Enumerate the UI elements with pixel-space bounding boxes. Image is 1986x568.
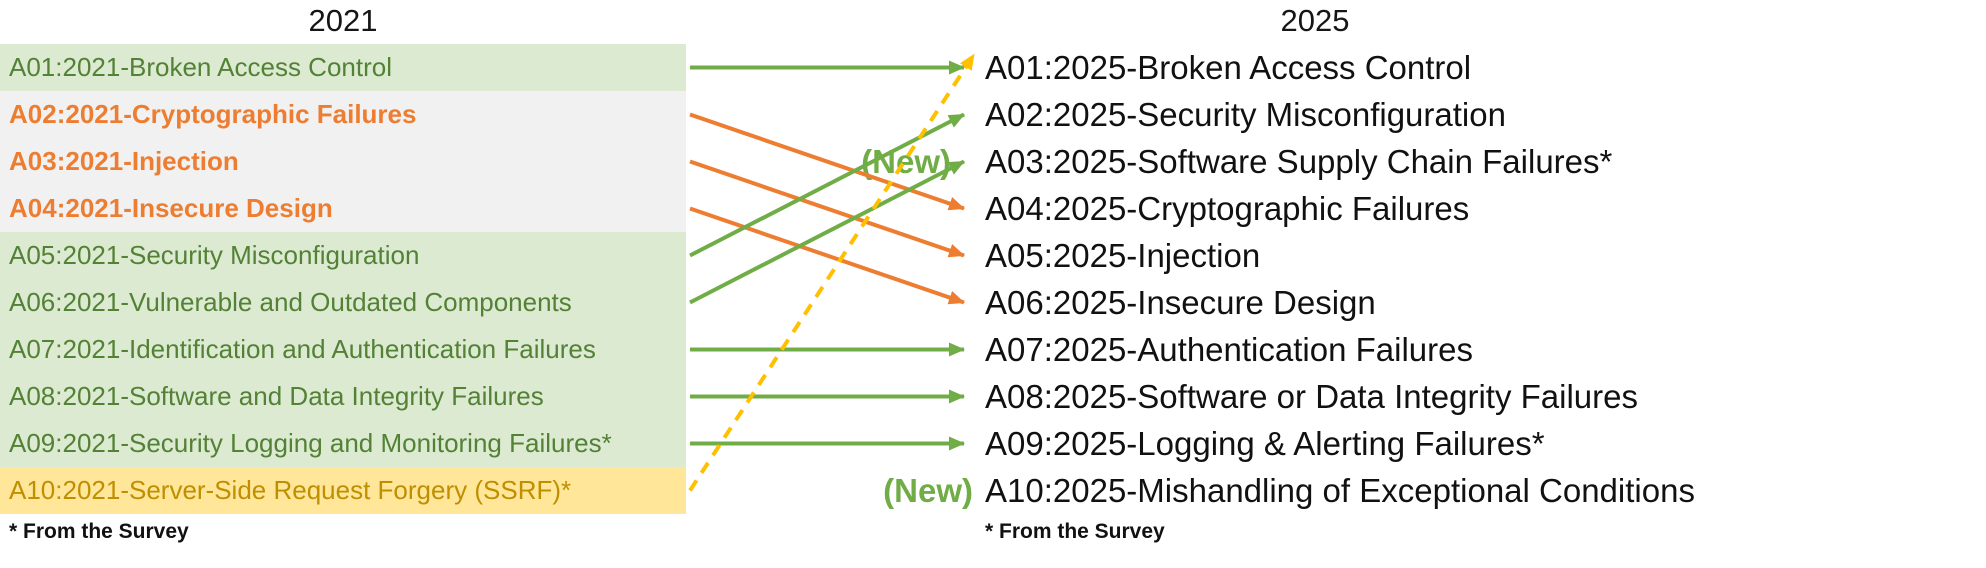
right-item-label: A09:2025-Logging & Alerting Failures* [985, 425, 1545, 462]
arrow-A05-2021-to-A02-2025 [689, 112, 965, 258]
left-item-a04-2021: A04:2021-Insecure Design [0, 185, 686, 232]
right-item-a07-2025: A07:2025-Authentication Failures [985, 326, 1473, 373]
left-footnote: * From the Survey [9, 520, 189, 543]
right-item-a08-2025: A08:2025-Software or Data Integrity Fail… [985, 373, 1638, 420]
right-item-label: A08:2025-Software or Data Integrity Fail… [985, 378, 1638, 415]
left-item-a07-2021: A07:2021-Identification and Authenticati… [0, 326, 686, 373]
left-item-a03-2021: A03:2021-Injection [0, 138, 686, 185]
right-item-a04-2025: A04:2025-Cryptographic Failures [985, 185, 1469, 232]
left-item-a05-2021: A05:2021-Security Misconfiguration [0, 232, 686, 279]
left-item-a08-2021: A08:2021-Software and Data Integrity Fai… [0, 373, 686, 420]
right-item-a06-2025: A06:2025-Insecure Design [985, 279, 1376, 326]
right-item-label: A03:2025-Software Supply Chain Failures* [985, 143, 1613, 180]
right-item-a02-2025: A02:2025-Security Misconfiguration [985, 91, 1506, 138]
arrow-A10-2021-to-A01-2025 [688, 53, 976, 492]
right-item-a03-2025: (New) A03:2025-Software Supply Chain Fai… [861, 138, 1613, 185]
right-item-label: A01:2025-Broken Access Control [985, 49, 1472, 86]
new-badge-a03: (New) [861, 143, 951, 180]
new-badge-a10: (New) [883, 472, 973, 509]
arrow-A04-2021-to-A06-2025 [689, 206, 965, 305]
right-item-a05-2025: A05:2025-Injection [985, 232, 1260, 279]
right-item-label: A06:2025-Insecure Design [985, 284, 1376, 321]
right-item-a01-2025: A01:2025-Broken Access Control [985, 44, 1471, 91]
right-item-label: A10:2025-Mishandling of Exceptional Cond… [985, 472, 1695, 509]
left-item-a06-2021: A06:2021-Vulnerable and Outdated Compone… [0, 279, 686, 326]
right-item-a10-2025: (New) A10:2025-Mishandling of Exceptiona… [883, 467, 1695, 514]
right-item-label: A07:2025-Authentication Failures [985, 331, 1473, 368]
left-column-title: 2021 [308, 3, 378, 38]
left-item-a01-2021: A01:2021-Broken Access Control [0, 44, 686, 91]
right-column-title: 2025 [1280, 3, 1350, 38]
right-item-label: A02:2025-Security Misconfiguration [985, 96, 1506, 133]
left-item-a02-2021: A02:2021-Cryptographic Failures [0, 91, 686, 138]
right-item-label: A05:2025-Injection [985, 237, 1261, 274]
right-item-a09-2025: A09:2025-Logging & Alerting Failures* [985, 420, 1545, 467]
left-item-a09-2021: A09:2021-Security Logging and Monitoring… [0, 420, 686, 467]
right-footnote: * From the Survey [985, 520, 1165, 543]
left-item-a10-2021: A10:2021-Server-Side Request Forgery (SS… [0, 467, 686, 514]
right-item-label: A04:2025-Cryptographic Failures [985, 190, 1470, 227]
